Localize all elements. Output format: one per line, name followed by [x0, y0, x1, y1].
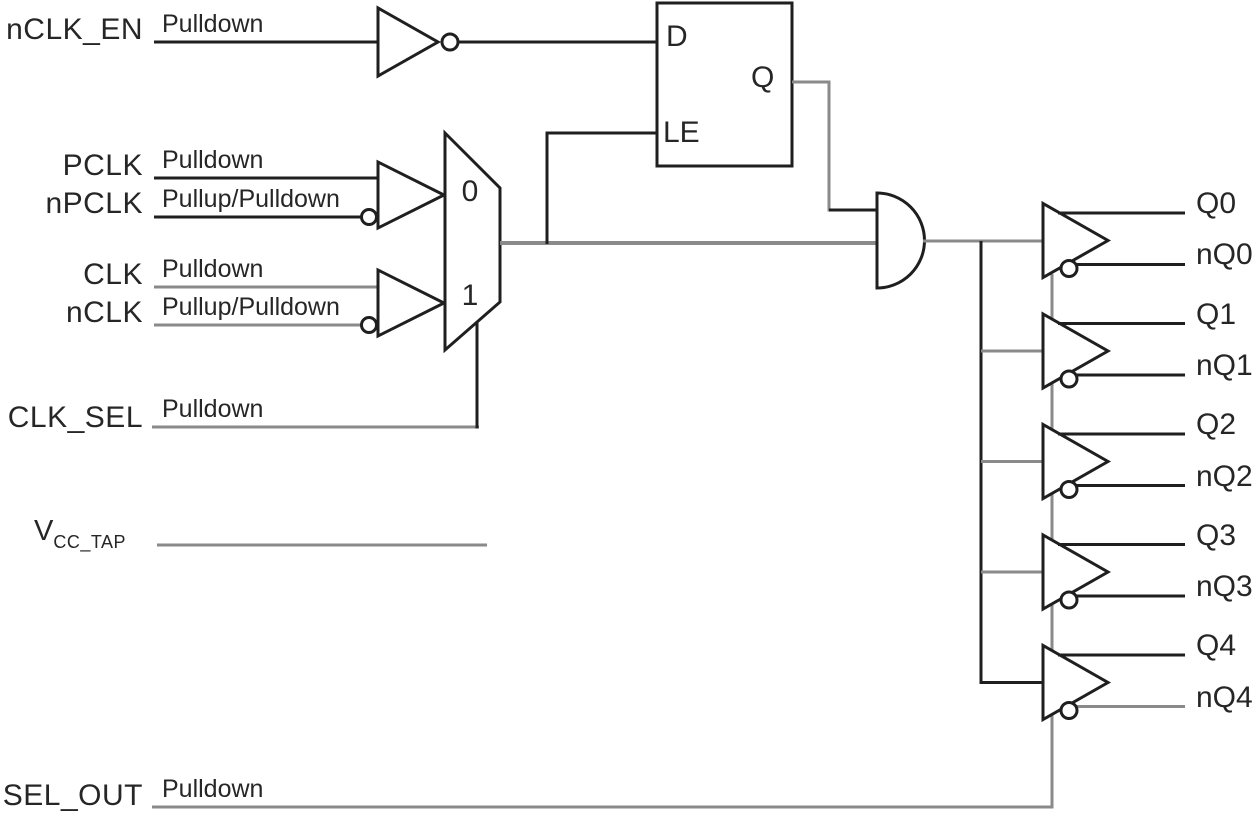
input-label-pclk: PCLK — [62, 149, 143, 182]
pull-label-nclk-en: Pulldown — [162, 10, 264, 38]
output-driver-q1 — [1041, 311, 1112, 391]
output-label-q3: Q3 — [1196, 518, 1237, 552]
input-label-sel-out: SEL_OUT — [2, 779, 143, 812]
nclk-invert-bubble — [360, 316, 378, 334]
input-label-npclk: nPCLK — [45, 187, 143, 220]
pull-label-clk-sel: Pulldown — [162, 395, 264, 423]
pull-label-nclk: Pullup/Pulldown — [162, 293, 340, 321]
input-label-clk: CLK — [83, 258, 143, 291]
inverter-bubble — [440, 32, 460, 52]
npclk-invert-bubble — [360, 208, 378, 226]
nq4-invert-bubble — [1059, 701, 1079, 720]
inverter-gate — [376, 5, 442, 79]
mux-port-0: 0 — [461, 175, 479, 208]
output-label-nq0: nQ0 — [1196, 238, 1253, 271]
output-label-q2: Q2 — [1196, 408, 1237, 441]
output-label-nq2: nQ2 — [1196, 459, 1253, 493]
input-label-clk-sel: CLK_SEL — [7, 401, 143, 434]
input-label-nclk-en: nCLK_EN — [6, 13, 143, 46]
output-label-nq1: nQ1 — [1196, 349, 1253, 382]
output-label-nq4: nQ4 — [1196, 680, 1253, 714]
pull-label-sel-out: Pulldown — [162, 775, 264, 803]
latch-pin-q: Q — [751, 61, 775, 94]
pull-label-npclk: Pullup/Pulldown — [162, 185, 340, 213]
output-label-nq3: nQ3 — [1196, 570, 1253, 603]
pull-label-clk: Pulldown — [162, 255, 264, 283]
clock-select-mux — [443, 129, 502, 354]
nq1-invert-bubble — [1059, 369, 1079, 389]
output-label-q4: Q4 — [1196, 629, 1237, 662]
and-gate — [875, 191, 926, 290]
output-driver-q4 — [1041, 642, 1112, 723]
nq3-invert-bubble — [1059, 590, 1079, 610]
power-label-vcc-tap: VCC_TAP — [34, 515, 127, 553]
input-buffer-clk — [376, 267, 448, 339]
nq0-invert-bubble — [1059, 259, 1079, 278]
output-label-q1: Q1 — [1196, 297, 1237, 331]
d-latch-block — [655, 1, 794, 168]
output-driver-q3 — [1041, 532, 1112, 612]
input-label-nclk: nCLK — [65, 296, 143, 329]
pull-label-pclk: Pulldown — [162, 146, 264, 174]
latch-pin-d: D — [666, 20, 688, 53]
vcc-symbol: V — [34, 515, 54, 547]
output-label-q0: Q0 — [1196, 187, 1237, 220]
output-driver-q0 — [1041, 200, 1112, 281]
vcc-subscript: CC_TAP — [53, 532, 127, 552]
input-buffer-pclk — [376, 159, 448, 231]
output-driver-q2 — [1041, 421, 1112, 502]
latch-pin-le: LE — [663, 116, 700, 149]
mux-port-1: 1 — [461, 279, 479, 312]
nq2-invert-bubble — [1059, 480, 1079, 499]
